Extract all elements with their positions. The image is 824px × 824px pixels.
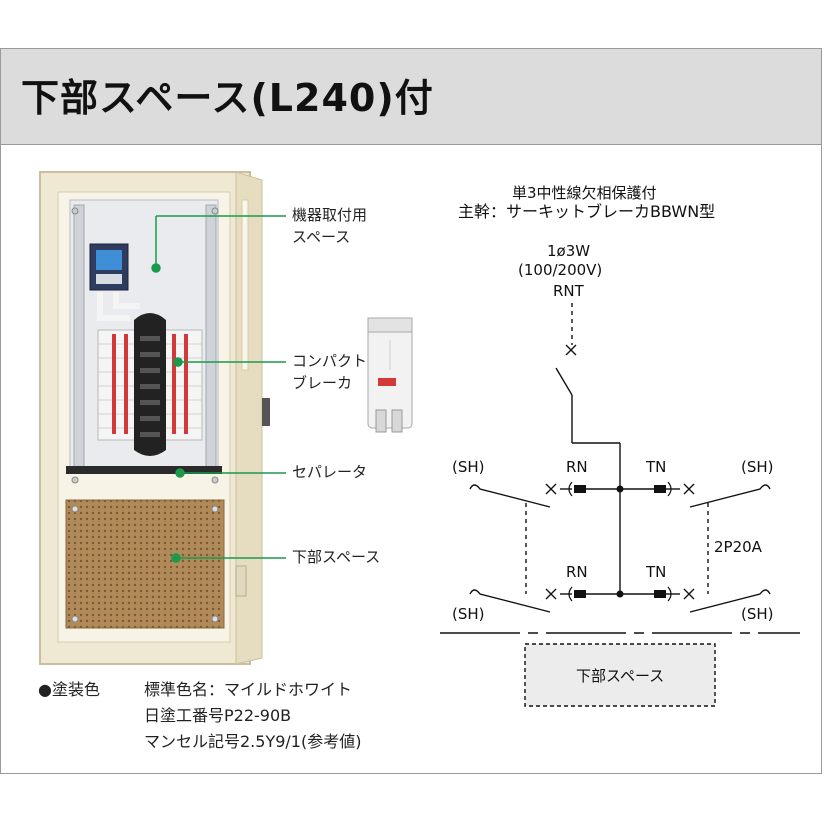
branch-rating-label: 2P20A [714,538,762,556]
title-bar: 下部スペース(L240)付 [1,49,821,145]
callout-compact-breaker-line2: ブレーカ [292,374,353,392]
switch-top-right [689,484,771,508]
tn-top-label: TN [646,458,667,476]
wire-2 [113,292,140,309]
switch-bottom-left [469,589,551,613]
main-breaker-label: 主幹：サーキットブレーカBBWN型 [458,202,716,221]
supply-label: RNT [553,282,584,300]
breaker-red-marks [112,334,188,434]
callout-leaders [151,215,286,563]
rn-bottom-label: RN [566,563,588,581]
shield-label-bottom-left: (SH) [452,605,485,623]
callout-lower-space: 下部スペース [292,548,381,566]
callout-device-space-line2: スペース [292,228,351,246]
rn-top-label: RN [566,458,588,476]
paint-nittoko-number: 日塗工番号P22-90B [144,706,292,725]
main-breaker-terminals [96,274,122,284]
callout-device-space-line1: 機器取付用 [292,206,368,224]
shield-label-bottom-right: (SH) [741,605,774,623]
lower-latch [235,565,247,597]
supply-phase: 1ø3W [547,242,591,260]
callout-separator: セパレータ [292,463,368,481]
tn-bottom-label: TN [646,563,667,581]
paint-standard-color: 標準色名：マイルドホワイト [144,680,353,699]
x-marks [545,344,695,600]
lower-space-mesh [65,499,225,629]
lower-space-box [524,643,716,707]
supply-voltage: (100/200V) [518,261,603,279]
main-switch-blade [555,367,573,396]
separator-bar [66,466,222,474]
bus-tabs [140,336,160,437]
page-title: 下部スペース(L240)付 [21,76,434,120]
main-breaker-window [96,250,122,270]
terminals [574,485,666,598]
switch-top-left [469,484,551,508]
shield-label-top-right: (SH) [741,458,774,476]
wire-1 [97,292,130,321]
paint-munsell: マンセル記号2.5Y9/1(参考値) [144,732,362,751]
switch-bottom-right [689,589,771,613]
compact-breaker-image [367,317,413,433]
door-strip [241,199,249,371]
paint-heading: ●塗装色 [38,680,100,699]
schematic-note: 単3中性線欠相保護付 [512,184,657,202]
callout-compact-breaker-line1: コンパクト [292,352,368,370]
shield-label-top-left: (SH) [452,458,485,476]
door-handle [262,398,270,426]
lower-space-box-label: 下部スペース [576,667,665,685]
